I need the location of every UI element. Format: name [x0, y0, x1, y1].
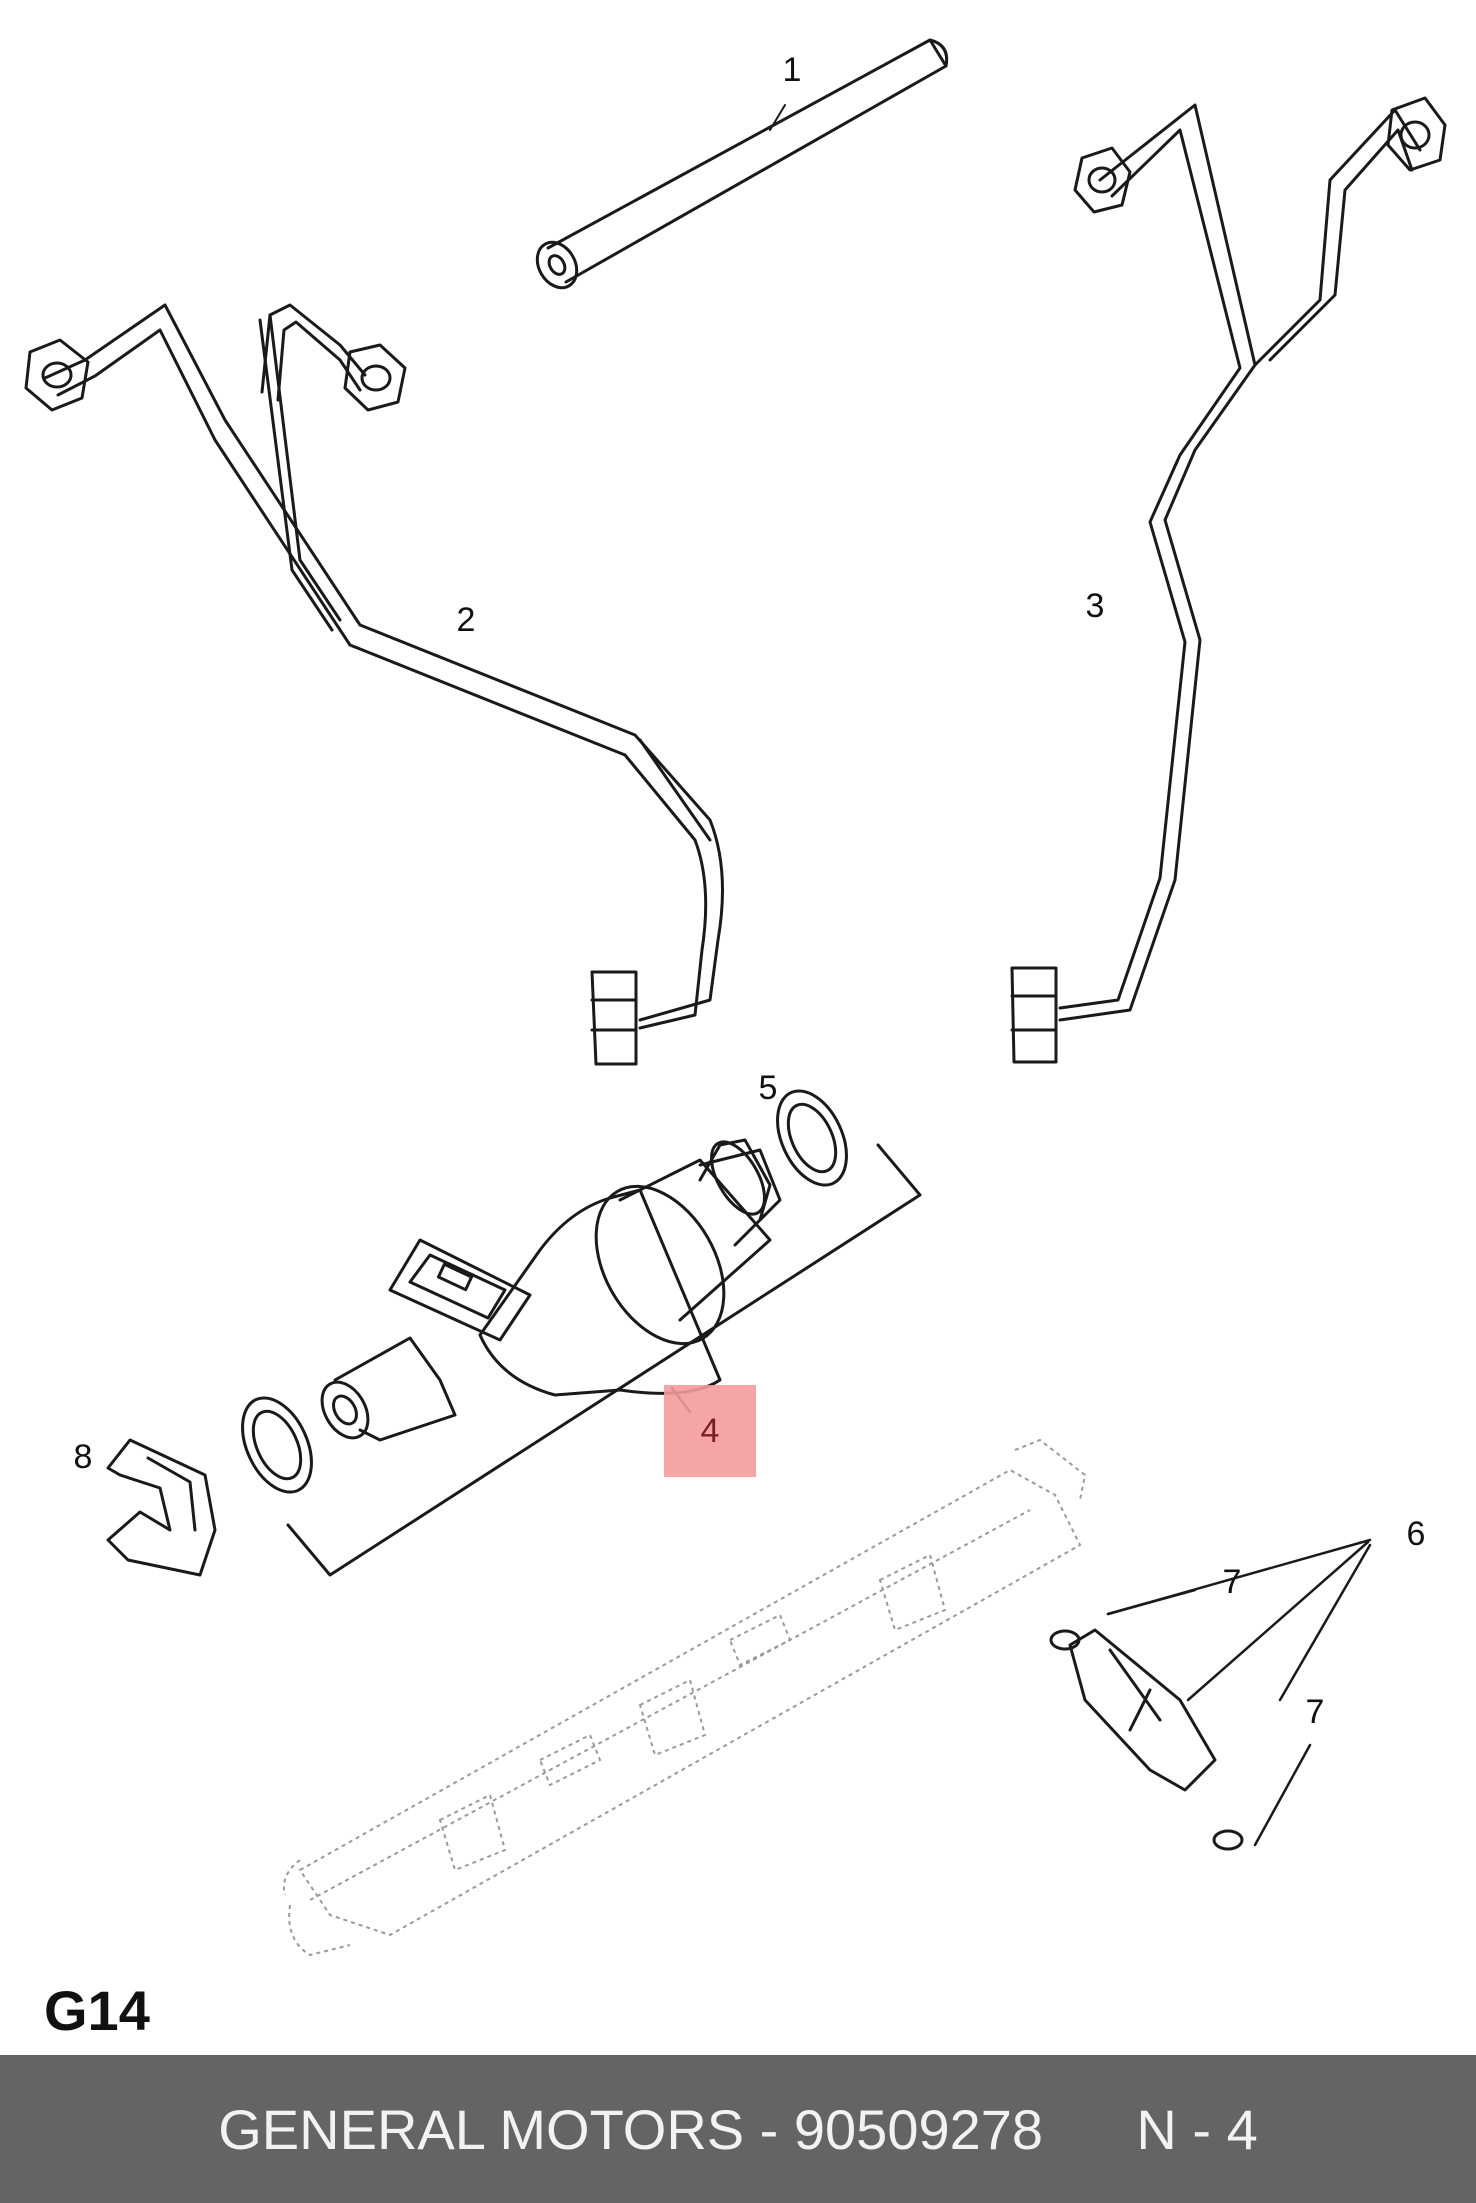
callout-8: 8 — [73, 1438, 93, 1476]
highlight-box — [664, 1385, 756, 1477]
fuel-rail-outline — [283, 1438, 1087, 1957]
section-code: G14 — [44, 1979, 150, 2042]
callout-6: 6 — [1406, 1515, 1426, 1553]
callout-5: 5 — [758, 1069, 778, 1107]
callout-3: 3 — [1085, 587, 1105, 625]
footer-text: GENERAL MOTORS - 90509278 N - 4 — [218, 2097, 1258, 2161]
footer-bar: GENERAL MOTORS - 90509278 N - 4 — [0, 2055, 1476, 2203]
callout-7b: 7 — [1305, 1693, 1325, 1731]
injector-part-6 — [1049, 1628, 1244, 1851]
o-ring-lower — [241, 1396, 313, 1494]
injector-part-4 — [286, 1138, 922, 1577]
callout-2: 2 — [456, 601, 476, 639]
o-ring-part-5 — [776, 1089, 848, 1187]
clip-part-8 — [106, 1438, 217, 1577]
leader-lines — [670, 1386, 1372, 1847]
hose-part-1 — [535, 38, 949, 290]
fuel-pipe-part-2 — [24, 303, 724, 1066]
callout-4: 4 — [700, 1411, 720, 1450]
fuel-pipe-part-3 — [1010, 96, 1447, 1064]
parts-diagram — [24, 38, 1447, 1957]
callout-1: 1 — [782, 51, 802, 89]
callout-7a: 7 — [1222, 1563, 1242, 1601]
